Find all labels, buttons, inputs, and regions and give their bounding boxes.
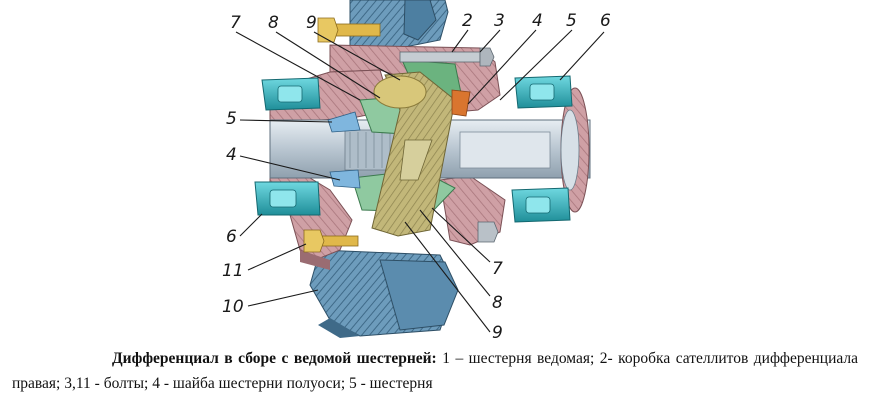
bearing-bottom-left xyxy=(254,181,321,216)
callout-7-top: 7 xyxy=(230,13,241,33)
driven-gear-bottom xyxy=(309,249,459,338)
satellite-pin xyxy=(371,71,456,237)
callout-7-bottom: 7 xyxy=(492,259,503,279)
bearing-top-left xyxy=(261,77,321,111)
differential-assembly-diagram: 7 8 9 2 3 4 5 6 5 4 6 11 10 7 8 9 xyxy=(222,0,611,340)
callout-10: 10 xyxy=(222,297,244,317)
nut-bottom-right xyxy=(477,221,499,243)
bearing-top-right xyxy=(514,75,573,109)
callout-3: 3 xyxy=(494,11,505,31)
right-end-disk xyxy=(560,87,590,213)
callout-9-top: 9 xyxy=(306,13,317,33)
caption-lead: Дифференциал в сборе с ведомой шестерней… xyxy=(112,350,437,367)
callout-4-right: 4 xyxy=(532,11,543,31)
orange-washer xyxy=(451,89,471,117)
callout-8-top: 8 xyxy=(268,13,279,33)
leader-lines xyxy=(235,29,605,333)
callout-9-bottom: 9 xyxy=(492,323,503,340)
callout-6-left: 6 xyxy=(226,227,237,247)
callout-labels: 7 8 9 2 3 4 5 6 5 4 6 11 10 7 8 9 xyxy=(222,11,611,340)
callout-5-right: 5 xyxy=(566,11,577,31)
bolt-11 xyxy=(303,229,359,253)
bolt-top xyxy=(317,17,381,43)
callout-11: 11 xyxy=(222,261,244,281)
callout-2: 2 xyxy=(462,11,473,31)
bolt-3 xyxy=(399,47,495,67)
callout-4-left: 4 xyxy=(226,145,237,165)
caption-body: 1 – шестерня ведомая; 2- коробка сателли… xyxy=(12,350,858,392)
callout-8-bottom: 8 xyxy=(492,293,503,313)
callout-6-right: 6 xyxy=(600,11,611,31)
bearing-bottom-right xyxy=(511,187,571,223)
callout-5-left: 5 xyxy=(226,109,237,129)
figure-caption: Дифференциал в сборе с ведомой шестерней… xyxy=(12,346,858,396)
half-shaft-washers xyxy=(327,111,361,189)
